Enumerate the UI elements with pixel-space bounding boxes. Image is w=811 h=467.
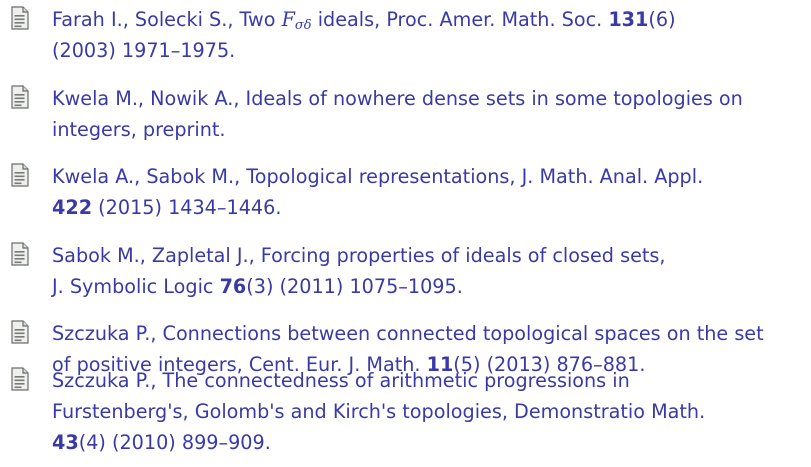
reference-text-segment: (5) (2013) 876–881. [453,353,646,376]
reference-line: Kwela A., Sabok M., Topological represen… [52,165,704,188]
document-icon [11,6,29,30]
reference-line: Furstenberg's, Golomb's and Kirch's topo… [52,400,706,423]
document-icon [11,85,29,109]
math-base: F [281,8,295,31]
reference-line: J. Symbolic Logic 76(3) (2011) 1075–1095… [52,271,810,302]
reference-text-segment: ideals, Proc. Amer. Math. Soc. [311,8,609,31]
math-subscript: σδ [294,18,312,33]
volume-number: 43 [52,431,79,454]
document-icon [11,242,29,266]
reference-line: Sabok M., Zapletal J., Forcing propertie… [52,244,666,267]
reference-line: (2003) 1971–1975. [52,39,236,62]
volume-number: 422 [52,196,93,219]
reference-text: Szczuka P., Connections between connecte… [52,318,810,380]
volume-number: 11 [426,353,454,376]
volume-number: 131 [608,8,649,31]
document-icon [11,163,29,187]
reference-line: integers, preprint. [52,118,226,141]
reference-text: Farah I., Solecki S., Two Fσδ ideals, Pr… [52,4,810,66]
reference-line: of positive integers, Cent. Eur. J. Math… [52,349,810,380]
document-icon [11,367,29,391]
reference-text-segment: J. Symbolic Logic [52,275,220,298]
reference-text-segment: (2015) 1434–1446. [92,196,282,219]
reference-text-segment: (6) [648,8,676,31]
reference-text-segment: Farah I., Solecki S., Two [52,8,282,31]
document-icon [11,320,29,344]
reference-text: Sabok M., Zapletal J., Forcing propertie… [52,240,810,302]
reference-line: 422 (2015) 1434–1446. [52,192,810,223]
reference-line: Kwela M., Nowik A., Ideals of nowhere de… [52,87,743,110]
reference-line: Szczuka P., The connectedness of arithme… [52,369,630,392]
math-symbol: Fσδ [281,8,312,33]
reference-line: Farah I., Solecki S., Two Fσδ ideals, Pr… [52,4,810,35]
reference-text-segment: (3) (2011) 1075–1095. [246,275,463,298]
reference-line: 43(4) (2010) 899–909. [52,427,810,458]
reference-text-segment: (4) (2010) 899–909. [78,431,271,454]
reference-text-segment: of positive integers, Cent. Eur. J. Math… [52,353,427,376]
reference-text: Kwela M., Nowik A., Ideals of nowhere de… [52,83,810,145]
reference-text: Kwela A., Sabok M., Topological represen… [52,161,810,223]
reference-line: Szczuka P., Connections between connecte… [52,322,764,345]
volume-number: 76 [219,275,247,298]
reference-text: Szczuka P., The connectedness of arithme… [52,365,810,458]
